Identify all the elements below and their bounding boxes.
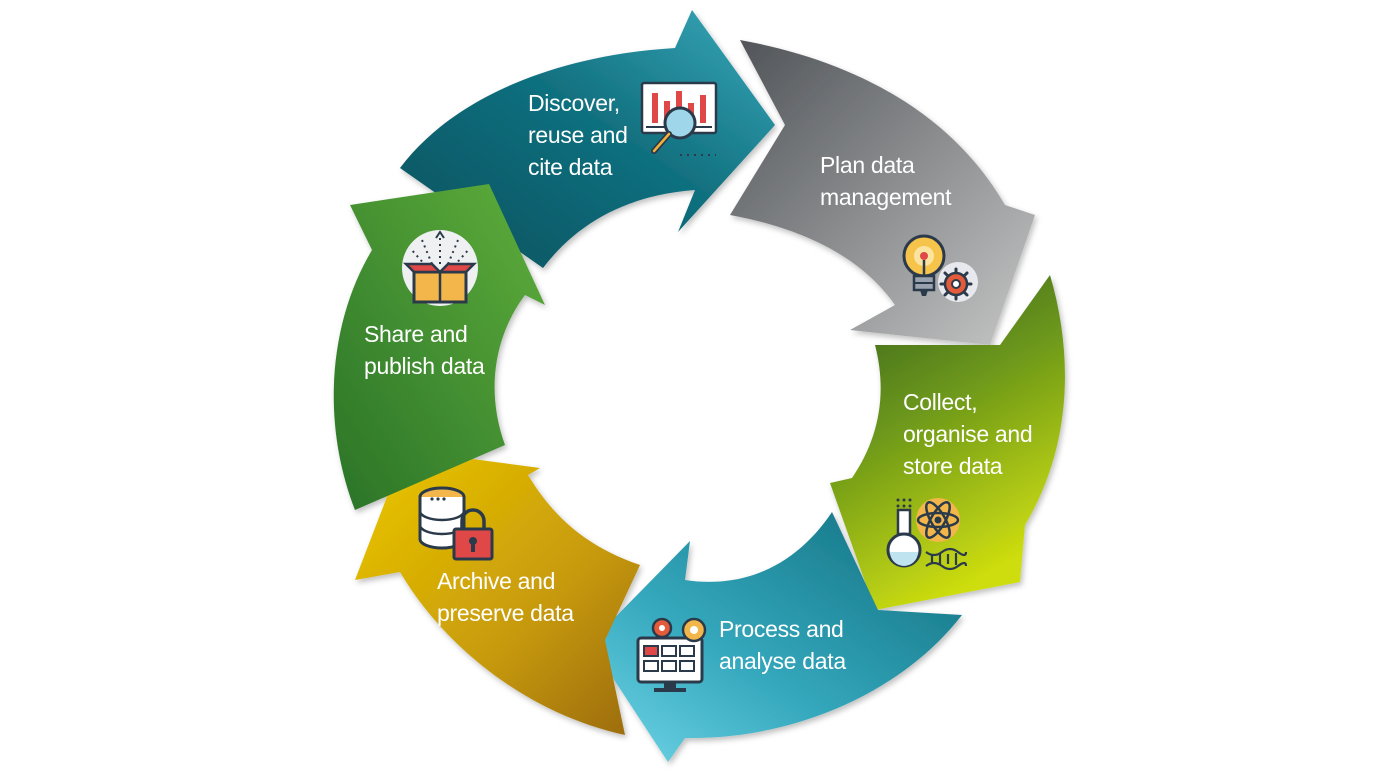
stage-label-line: reuse and (528, 122, 628, 148)
stage-label-share: Share and publish data (364, 321, 485, 379)
lightbulb-gear-icon (902, 234, 978, 302)
stage-label-discover: Discover, reuse and cite data (528, 90, 628, 180)
chart-magnifier-icon (640, 81, 718, 156)
stage-label-plan: Plan data management (820, 152, 952, 210)
stage-label-line: preserve data (437, 600, 574, 626)
stage-label-line: publish data (364, 353, 485, 379)
open-box-icon (402, 230, 478, 306)
lab-flask-atom-icon (886, 498, 968, 571)
stage-label-archive: Archive and preserve data (437, 568, 574, 626)
stage-label-line: Collect, (903, 389, 977, 415)
stage-label-line: organise and (903, 421, 1032, 447)
stage-label-line: Archive and (437, 568, 555, 594)
stage-label-line: Discover, (528, 90, 620, 116)
database-lock-icon (418, 486, 494, 561)
stage-label-process: Process and analyse data (719, 616, 846, 674)
arrow-segment-share (333, 184, 545, 510)
stage-label-line: cite data (528, 154, 613, 180)
stage-label-line: Share and (364, 321, 467, 347)
stage-label-collect: Collect, organise and store data (903, 389, 1032, 479)
stage-label-line: store data (903, 453, 1003, 479)
stage-label-line: analyse data (719, 648, 846, 674)
monitor-gears-icon (636, 617, 707, 692)
stage-label-line: management (820, 184, 952, 210)
stage-label-line: Plan data (820, 152, 915, 178)
arrow-segment-process (590, 512, 962, 762)
stage-label-line: Process and (719, 616, 844, 642)
arrow-segment-collect (830, 275, 1065, 610)
